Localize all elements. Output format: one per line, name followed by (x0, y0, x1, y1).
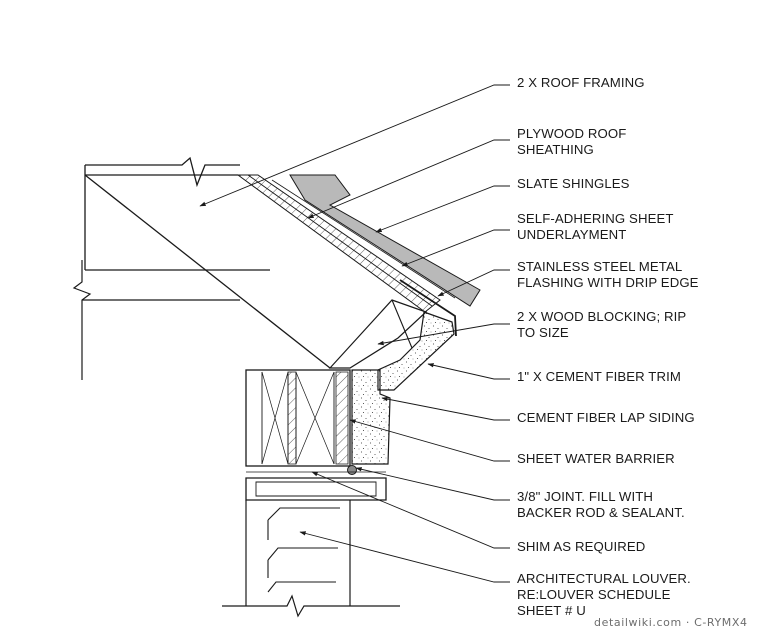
slate-shingles (271, 174, 481, 307)
label-sheet-water-barrier: SHEET WATER BARRIER (517, 451, 675, 466)
backer-rod (347, 465, 357, 475)
label-cement-fiber-trim: 1" X CEMENT FIBER TRIM (517, 369, 681, 384)
break-line-left (72, 260, 240, 380)
cement-fiber-siding (351, 369, 391, 465)
label-shim: SHIM AS REQUIRED (517, 539, 645, 554)
louver-head (245, 471, 387, 501)
metal-flashing (399, 279, 457, 337)
callout-labels: 2 X ROOF FRAMING PLYWOOD ROOF SHEATHING … (517, 75, 699, 618)
label-self-adhering-underlayment: SELF-ADHERING SHEET UNDERLAYMENT (517, 211, 677, 242)
break-line-bottom (222, 594, 400, 618)
label-stainless-flashing: STAINLESS STEEL METAL FLASHING WITH DRIP… (517, 259, 699, 290)
wood-blocking (328, 299, 428, 369)
label-cement-fiber-siding: CEMENT FIBER LAP SIDING (517, 410, 695, 425)
watermark-text: detailwiki.com · C-RYMX4 (594, 616, 748, 629)
wall-framing (245, 369, 351, 467)
leader-lines (199, 84, 510, 583)
plywood-sheathing (236, 174, 441, 313)
label-slate-shingles: SLATE SHINGLES (517, 176, 630, 191)
label-joint-backer-rod: 3/8" JOINT. FILL WITH BACKER ROD & SEALA… (517, 489, 685, 520)
label-roof-framing: 2 X ROOF FRAMING (517, 75, 645, 90)
roof-rafter (84, 156, 331, 369)
architectural-louver-blades (245, 500, 351, 606)
label-wood-blocking: 2 X WOOD BLOCKING; RIP TO SIZE (517, 309, 690, 340)
label-architectural-louver: ARCHITECTURAL LOUVER. RE:LOUVER SCHEDULE… (517, 571, 695, 618)
label-plywood-sheathing: PLYWOOD ROOF SHEATHING (517, 126, 630, 157)
